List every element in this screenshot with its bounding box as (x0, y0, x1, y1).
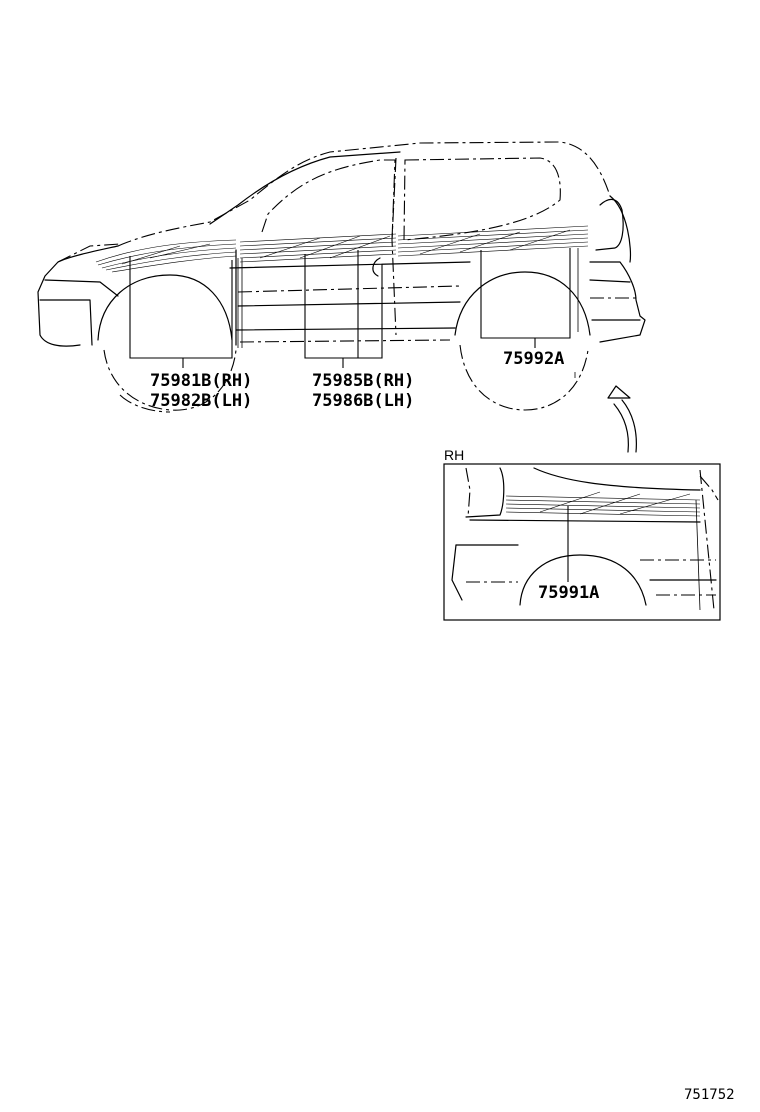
label-75981b-rh: 75981B(RH) (150, 371, 252, 391)
label-75986b-lh: 75986B(LH) (312, 391, 414, 411)
label-75982b-lh: 75982B(LH) (150, 391, 252, 411)
diagram-id: 751752 (684, 1087, 735, 1103)
vehicle-side-view (37, 141, 646, 413)
leader-lines (129, 248, 579, 378)
label-75985b-rh: 75985B(RH) (312, 371, 414, 391)
detail-side-label: RH (444, 447, 464, 463)
rh-detail-view (443, 463, 721, 621)
detail-frame (443, 463, 721, 621)
front-stripe (95, 239, 237, 273)
detail-stripe (505, 491, 701, 517)
rear-stripe (397, 225, 589, 257)
label-75991a: 75991A (538, 583, 599, 603)
arrow-up-icon (607, 385, 637, 453)
door-stripe (239, 233, 397, 263)
label-75992a: 75992A (503, 349, 564, 369)
